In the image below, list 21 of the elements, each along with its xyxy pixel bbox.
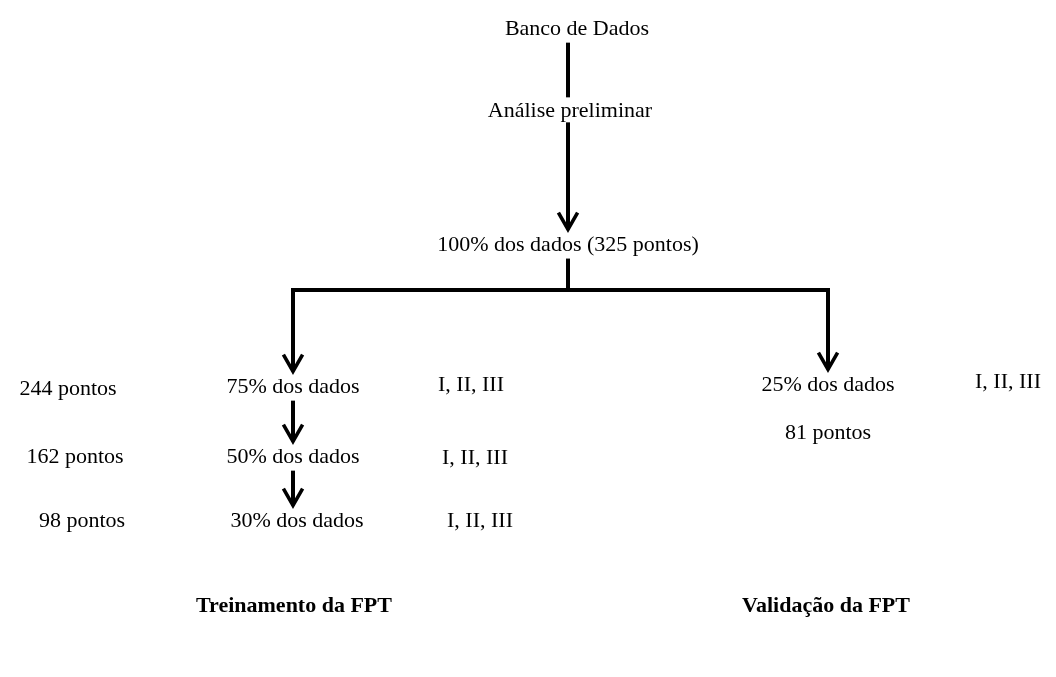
count-text: 162 pontos bbox=[26, 443, 124, 469]
roman-numerals: I, II, III bbox=[975, 368, 1041, 394]
node-text: 30% dos dados bbox=[230, 507, 364, 533]
node-text: 50% dos dados bbox=[226, 443, 360, 469]
roman-numerals: I, II, III bbox=[442, 444, 508, 470]
count-text: 98 pontos bbox=[38, 507, 126, 533]
node-text: 75% dos dados bbox=[226, 373, 360, 399]
node-text: 100% dos dados (325 pontos) bbox=[437, 231, 699, 257]
roman-numerals: I, II, III bbox=[438, 371, 504, 397]
section-title: Treinamento da FPT bbox=[196, 592, 392, 618]
roman-numerals: I, II, III bbox=[447, 507, 513, 533]
arrow bbox=[281, 400, 305, 444]
node-text: 25% dos dados bbox=[761, 371, 895, 397]
count-text: 244 pontos bbox=[19, 375, 117, 401]
section-title: Validação da FPT bbox=[742, 592, 910, 618]
edge-label: Análise preliminar bbox=[485, 97, 655, 123]
node-text: Banco de Dados bbox=[504, 15, 650, 41]
arrow bbox=[281, 470, 305, 508]
count-text: 81 pontos bbox=[784, 419, 872, 445]
arrow bbox=[556, 42, 580, 232]
arrow bbox=[566, 258, 840, 372]
